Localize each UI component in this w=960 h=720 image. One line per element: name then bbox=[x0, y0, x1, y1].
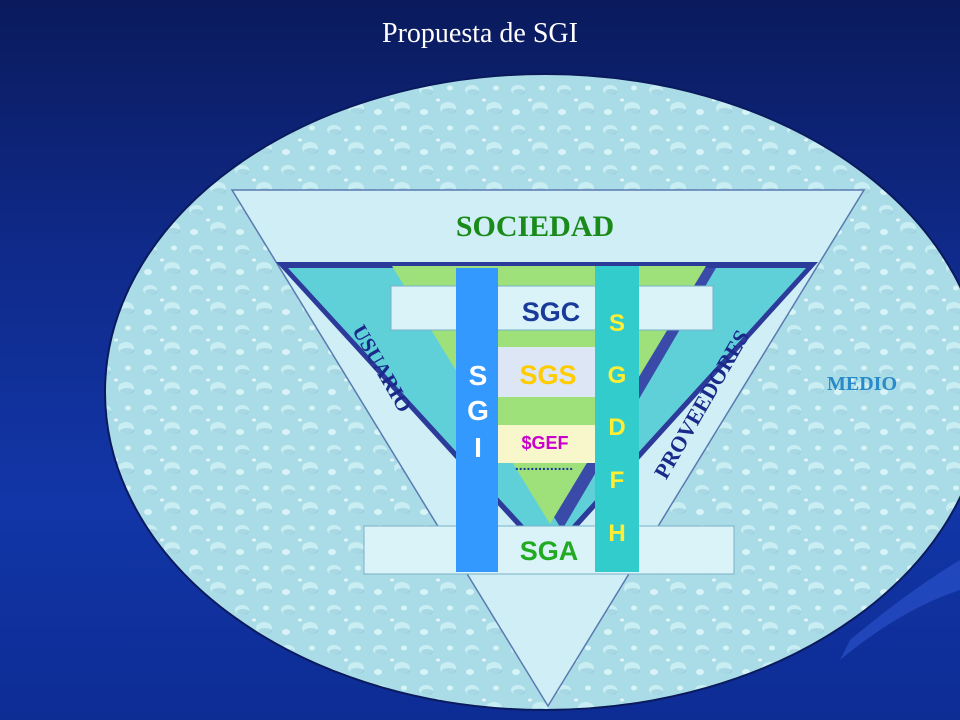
sgs-label: SGS bbox=[519, 360, 576, 390]
sgs-box bbox=[494, 347, 596, 397]
sga-box bbox=[363, 525, 735, 575]
sgef-label: $GEF bbox=[521, 433, 568, 453]
dots-label: ............... bbox=[515, 457, 573, 473]
sgef-box bbox=[494, 425, 596, 463]
sgdfh-letter: G bbox=[608, 362, 627, 389]
sgc-label: SGC bbox=[522, 297, 581, 327]
medio-label: MEDIO bbox=[827, 373, 897, 395]
sgc-box bbox=[390, 285, 714, 331]
sociedad-label: SOCIEDAD bbox=[456, 210, 614, 243]
sgdfh-letter: H bbox=[608, 520, 625, 547]
sgdfh-letter: S bbox=[609, 310, 625, 337]
sga-label: SGA bbox=[520, 536, 579, 566]
page-title: Propuesta de SGI bbox=[382, 18, 578, 49]
sgi-letter: S bbox=[469, 360, 488, 391]
sgdfh-letter: F bbox=[610, 467, 625, 494]
sgdfh-letter: D bbox=[608, 414, 625, 441]
sgdfh-bar bbox=[595, 266, 639, 572]
sgi-letter: G bbox=[467, 395, 489, 426]
swoosh-decoration bbox=[840, 560, 960, 660]
sgi-letter: I bbox=[474, 432, 482, 463]
sgi-bar bbox=[456, 268, 498, 572]
